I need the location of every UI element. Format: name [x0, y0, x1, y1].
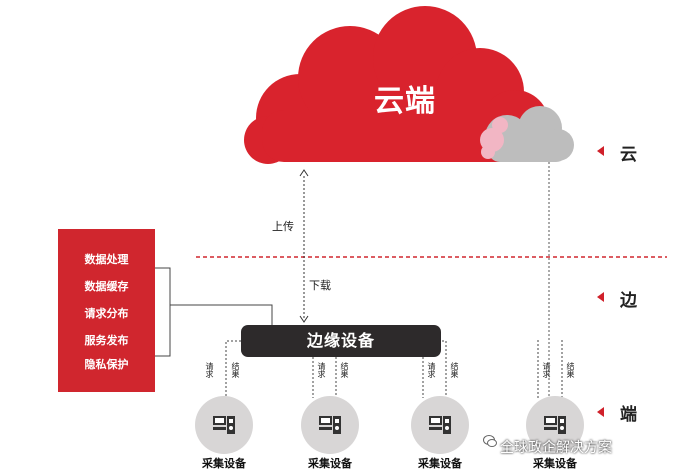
- request-label: 请求: [542, 362, 551, 378]
- device-label: 采集设备: [533, 457, 577, 470]
- device-label: 采集设备: [418, 457, 462, 470]
- function-item: 隐私保护: [84, 358, 129, 371]
- device-links: [225, 340, 563, 398]
- device-icon: [213, 416, 235, 434]
- function-item: 请求分布: [84, 307, 129, 320]
- device-label: 采集设备: [202, 457, 246, 470]
- edge-functions-box: 数据处理 数据缓存 请求分布 服务发布 隐私保护: [58, 229, 155, 392]
- collection-device: [526, 396, 584, 454]
- request-label: 请求: [427, 362, 436, 378]
- watermark-text: 全球政企解决方案: [500, 440, 612, 456]
- download-label: 下载: [309, 279, 331, 292]
- result-label: 结果: [340, 362, 349, 378]
- collection-device: [411, 396, 469, 454]
- small-cloud-shape: [480, 106, 574, 162]
- device-icon: [429, 416, 451, 434]
- result-label: 结果: [231, 362, 240, 378]
- cloud-title: 云端: [374, 84, 436, 119]
- tier-label-edge: 边: [620, 291, 637, 311]
- collection-device: [301, 396, 359, 454]
- request-label: 请求: [317, 362, 326, 378]
- tier-label-cloud: 云: [620, 145, 637, 165]
- upload-label: 上传: [272, 220, 294, 233]
- request-label: 请求: [205, 362, 214, 378]
- device-label: 采集设备: [308, 457, 352, 470]
- device-icon: [544, 416, 566, 434]
- tier-arrow-icon: [597, 146, 604, 156]
- function-item: 服务发布: [84, 334, 129, 347]
- function-bracket: [155, 267, 273, 357]
- upload-arrow-icon: [299, 169, 309, 177]
- wechat-icon: [483, 435, 497, 447]
- function-item: 数据缓存: [84, 280, 129, 293]
- cloud-shape: [244, 6, 549, 164]
- tier-arrow-icon: [597, 292, 604, 302]
- device-icon: [319, 416, 341, 434]
- tier-arrow-icon: [597, 407, 604, 417]
- collection-device: [195, 396, 253, 454]
- result-label: 结果: [450, 362, 459, 378]
- edge-device-bar: 边缘设备: [241, 325, 441, 357]
- tier-label-end: 端: [620, 405, 637, 425]
- function-item: 数据处理: [84, 253, 129, 266]
- result-label: 结果: [566, 362, 575, 378]
- download-arrow-icon: [299, 315, 309, 323]
